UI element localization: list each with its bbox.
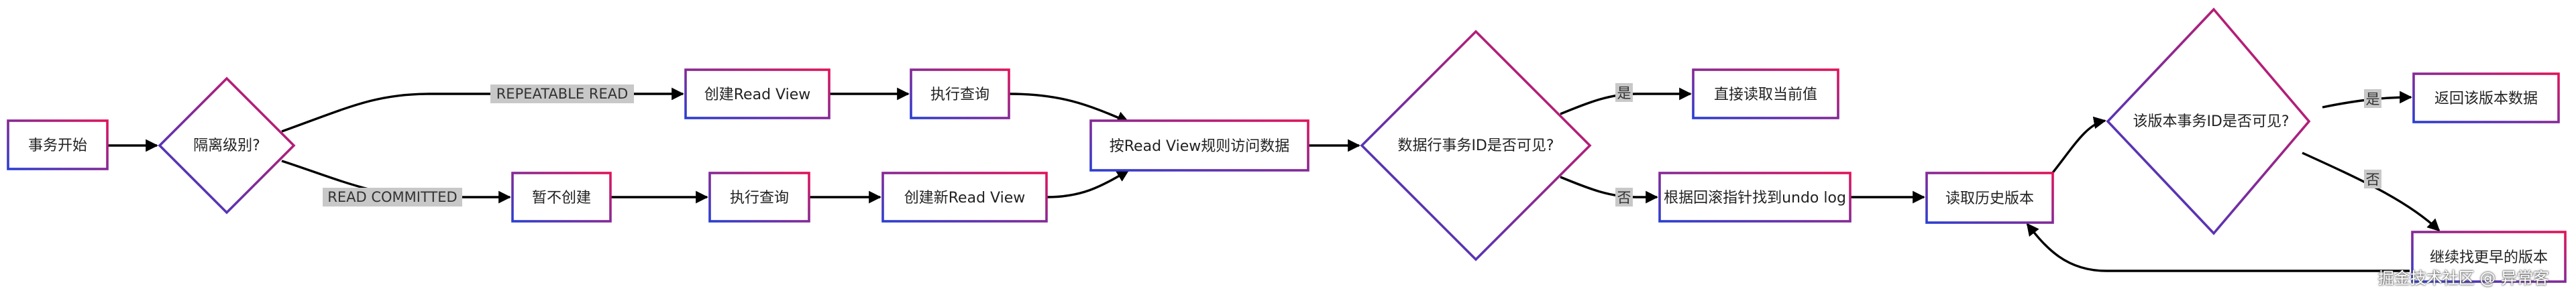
edge-read-history-to-version-visible-q	[2050, 116, 2106, 176]
node-access-by-read-view: 按Read View规则访问数据	[1089, 119, 1309, 172]
node-query-2-label: 执行查询	[730, 190, 789, 207]
label-no-2: 否	[2366, 172, 2380, 188]
label-yes-2: 是	[2366, 91, 2380, 107]
edge-query1-to-access	[1008, 93, 1130, 123]
label-read-committed: READ COMMITTED	[327, 189, 457, 205]
edge-visible-q-to-find-undo	[1560, 176, 1658, 204]
node-version-visible-decision: 该版本事务ID是否可见?	[2106, 7, 2311, 235]
node-read-history-label: 读取历史版本	[1945, 190, 2034, 207]
node-visible-decision: 数据行事务ID是否可见?	[1360, 30, 1592, 261]
node-create-new-read-view-label: 创建新Read View	[904, 190, 1025, 207]
node-find-undo-log: 根据回滚指针找到undo log	[1658, 172, 1851, 223]
node-visible-decision-label: 数据行事务ID是否可见?	[1397, 137, 1554, 154]
node-no-create: 暂不创建	[511, 172, 612, 223]
edge-find-earlier-to-read-history	[2026, 223, 2410, 272]
node-query-2: 执行查询	[708, 172, 810, 223]
node-no-create-label: 暂不创建	[532, 190, 591, 207]
node-create-read-view-label: 创建Read View	[704, 86, 810, 103]
node-query-1-label: 执行查询	[930, 86, 989, 103]
node-return-version: 返回该版本数据	[2412, 72, 2560, 123]
edge-version-visible-q-to-find-earlier	[2302, 152, 2440, 232]
node-access-by-read-view-label: 按Read View规则访问数据	[1110, 138, 1289, 155]
node-read-current-label: 直接读取当前值	[1714, 86, 1817, 103]
node-query-1: 执行查询	[910, 68, 1010, 119]
node-read-history: 读取历史版本	[1925, 172, 2054, 224]
edge-visible-q-to-read-current	[1560, 87, 1692, 115]
edge-labels: REPEATABLE READ READ COMMITTED 是 否 是 否	[323, 83, 2381, 207]
node-isolation-label: 隔离级别?	[193, 137, 260, 154]
node-read-current: 直接读取当前值	[1692, 68, 1839, 119]
node-version-visible-decision-label: 该版本事务ID是否可见?	[2133, 113, 2289, 130]
node-isolation-decision: 隔离级别?	[158, 76, 296, 215]
nodes: 事务开始 隔离级别? 创建Read View 执行查询 暂不创建 执行查询	[7, 7, 2567, 283]
node-create-read-view: 创建Read View	[684, 68, 830, 119]
node-find-earlier-label: 继续找更早的版本	[2430, 249, 2548, 266]
node-start-label: 事务开始	[28, 137, 87, 154]
node-return-version-label: 返回该版本数据	[2434, 91, 2538, 107]
label-yes-1: 是	[1617, 85, 1631, 101]
edge-isolation-to-create-rv	[281, 87, 684, 133]
watermark: 掘金技术社区 @ 异常客	[2377, 269, 2549, 288]
node-start: 事务开始	[7, 119, 109, 170]
label-no-1: 否	[1617, 190, 1631, 206]
node-find-undo-log-label: 根据回滚指针找到undo log	[1664, 190, 1846, 207]
edge-create-new-rv-to-access	[1046, 169, 1130, 198]
label-repeatable-read: REPEATABLE READ	[496, 86, 629, 102]
node-find-earlier: 继续找更早的版本	[2411, 231, 2567, 283]
node-create-new-read-view: 创建新Read View	[881, 172, 1048, 223]
